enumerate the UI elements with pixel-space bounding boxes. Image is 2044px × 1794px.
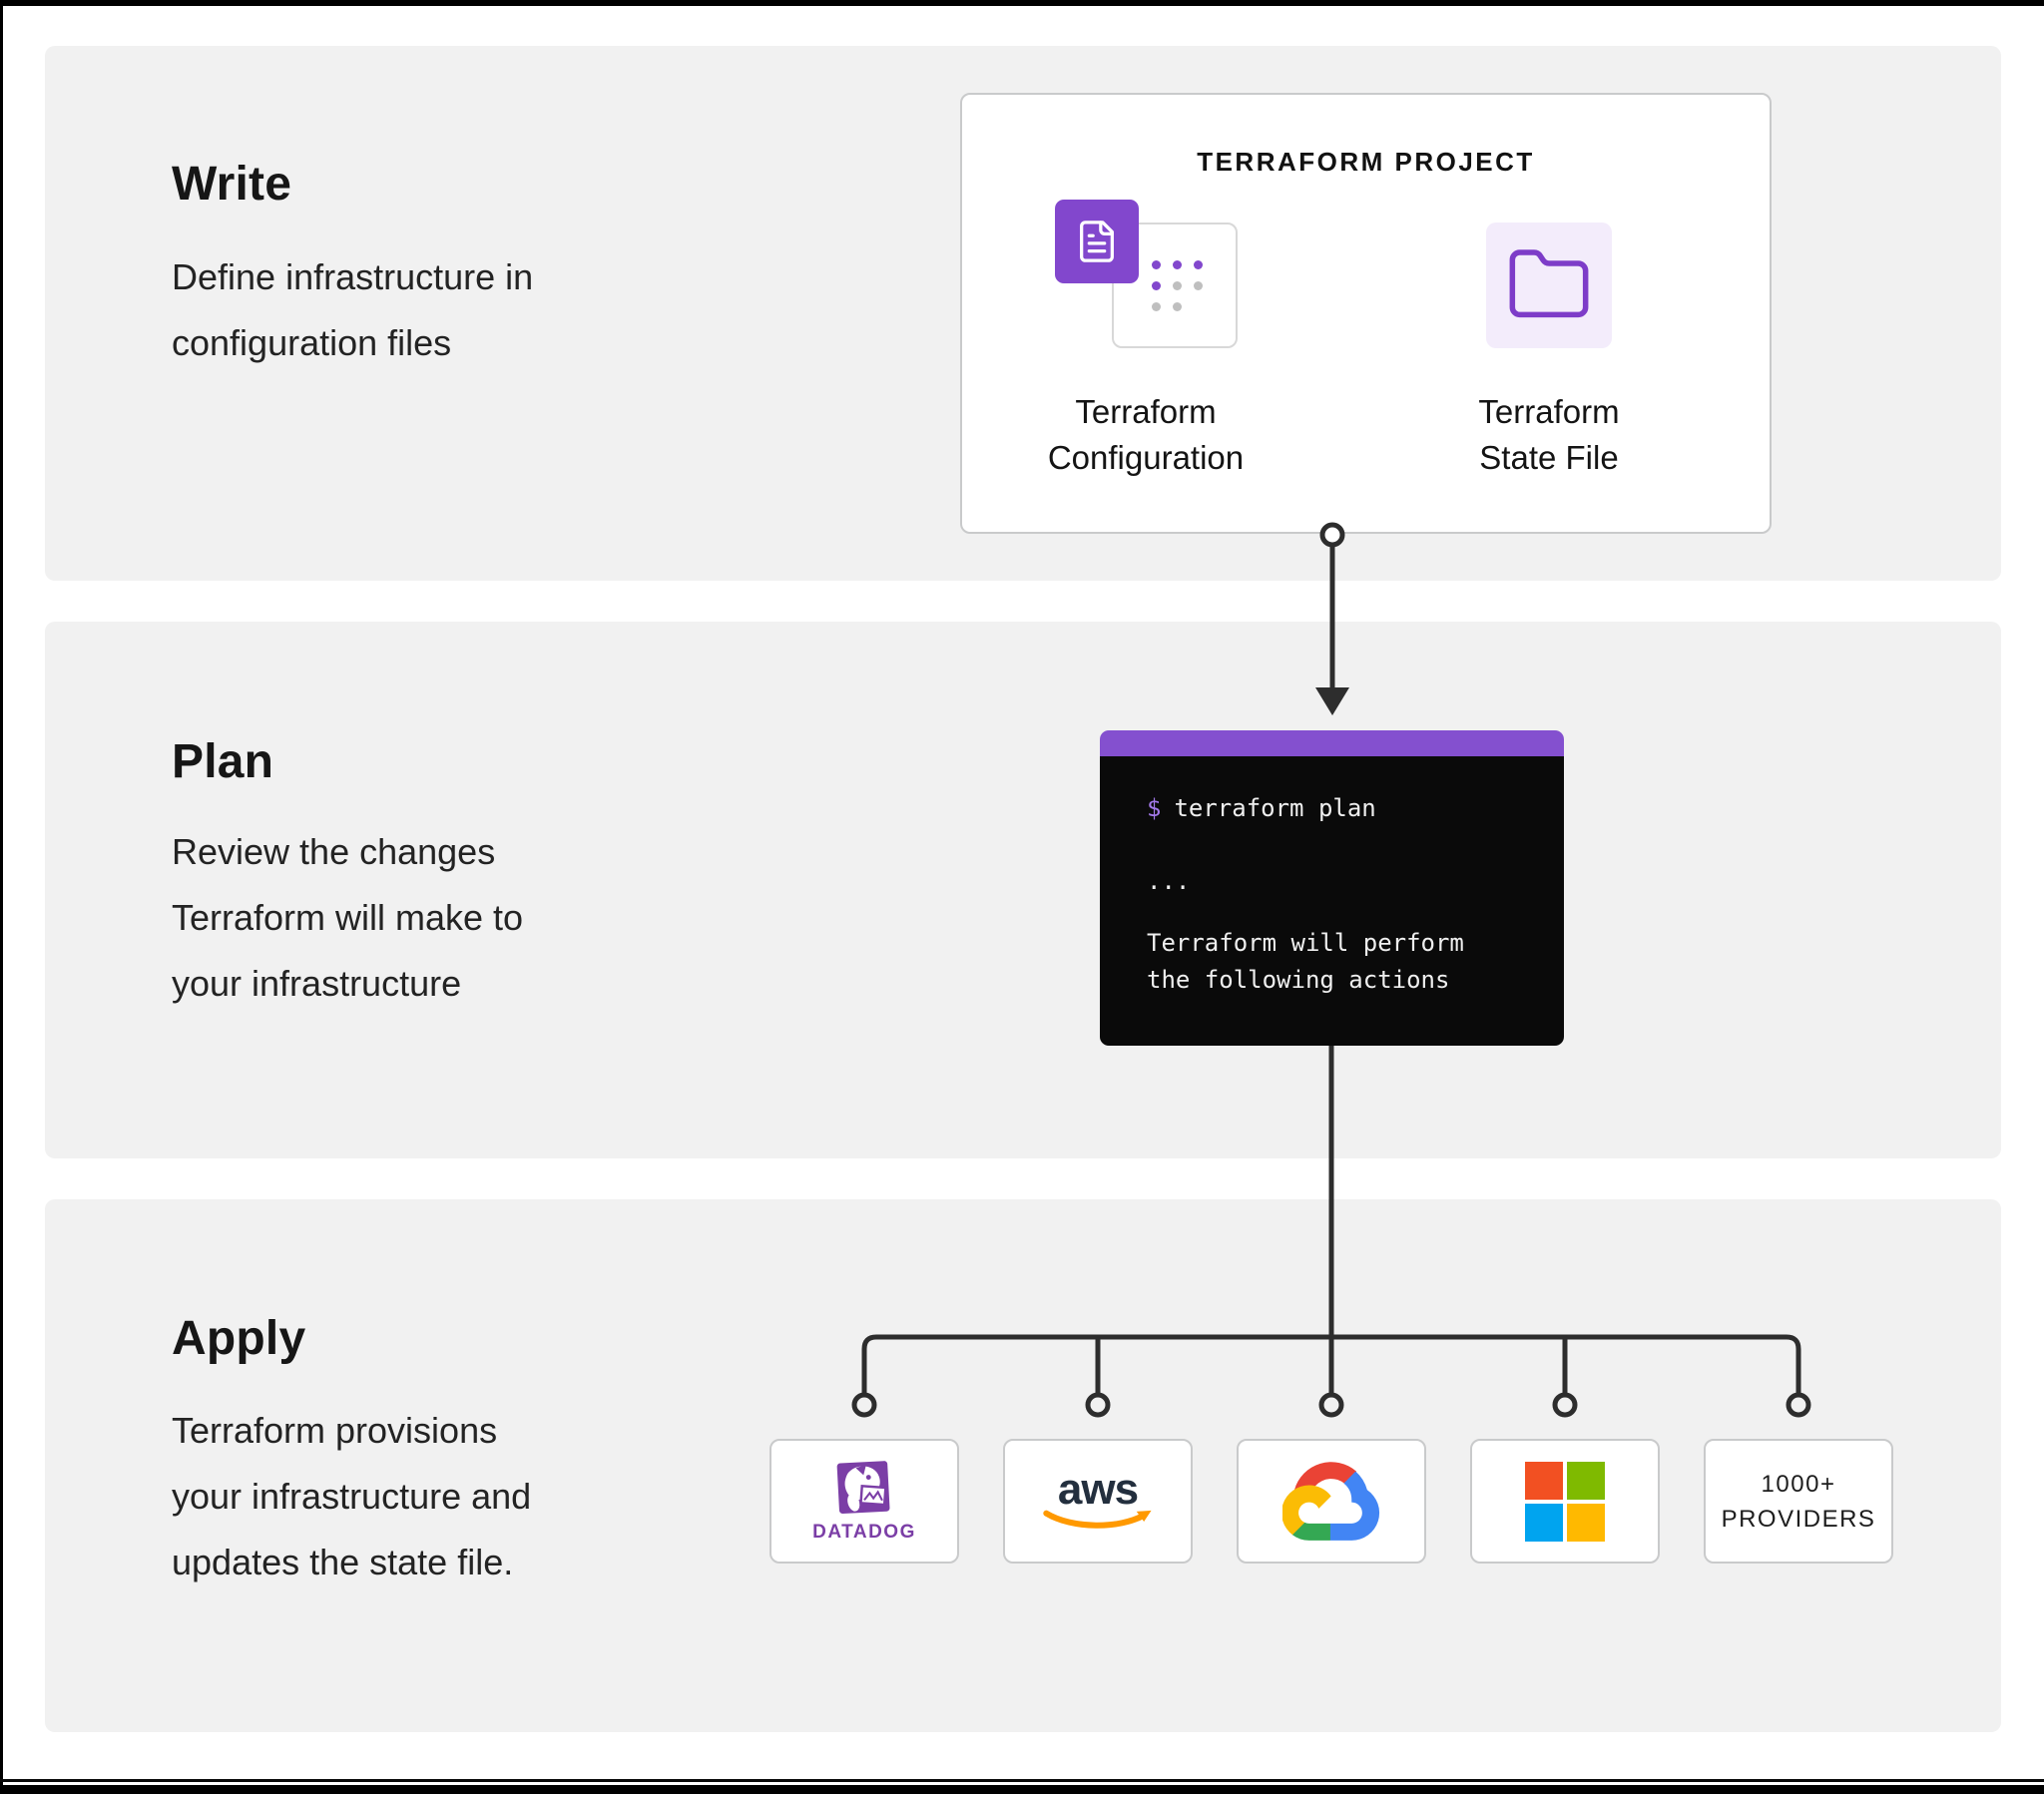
- plan-description-line: Review the changes: [172, 831, 496, 872]
- provider-card-1000-providers: 1000+ PROVIDERS: [1704, 1439, 1893, 1564]
- folder-icon: [1486, 223, 1612, 348]
- write-description: Define infrastructure in configuration f…: [172, 244, 533, 376]
- terminal-output-line: Terraform will perform: [1147, 929, 1464, 957]
- write-title: Write: [172, 158, 292, 211]
- apply-title: Apply: [172, 1312, 306, 1365]
- aws-smile-icon: [1043, 1510, 1152, 1529]
- terminal-command: terraform plan: [1174, 794, 1376, 822]
- terminal-output-line: the following actions: [1147, 966, 1450, 994]
- terminal-window: $ terraform plan ... Terraform will perfo…: [1100, 730, 1564, 1046]
- write-description-line: configuration files: [172, 322, 452, 363]
- apply-description-line: updates the state file.: [172, 1542, 514, 1582]
- plan-description-line: Terraform will make to: [172, 897, 524, 938]
- datadog-wordmark: DATADOG: [812, 1522, 916, 1543]
- frame-border-bottom-bar: [0, 1785, 2044, 1794]
- providers-count-label: 1000+ PROVIDERS: [1721, 1470, 1876, 1533]
- apply-description-line: Terraform provisions: [172, 1410, 498, 1451]
- apply-description-line: your infrastructure and: [172, 1476, 532, 1517]
- terraform-project-card: TERRAFORM PROJECT: [960, 93, 1772, 534]
- frame-border-top: [0, 0, 2044, 6]
- file-text-icon: [1055, 200, 1139, 283]
- terminal-title-bar: [1100, 730, 1564, 756]
- terraform-state-file-label: Terraform State File: [1478, 393, 1620, 476]
- terminal-body: $ terraform plan ... Terraform will perfo…: [1100, 756, 1564, 1046]
- provider-card-aws: aws: [1003, 1439, 1193, 1564]
- provider-card-microsoft: [1470, 1439, 1660, 1564]
- datadog-logo-icon: [836, 1461, 890, 1515]
- terraform-configuration-label: Terraform Configuration: [1047, 393, 1245, 476]
- provider-card-datadog: DATADOG: [769, 1439, 959, 1564]
- microsoft-logo-icon: [1525, 1461, 1605, 1542]
- plan-description-line: your infrastructure: [172, 963, 462, 1004]
- google-cloud-icon: [1282, 1462, 1380, 1541]
- plan-section-panel: [45, 622, 2001, 1158]
- dots-grid-icon: [1152, 260, 1203, 311]
- write-description-line: Define infrastructure in: [172, 256, 534, 297]
- terraform-configuration-icon: [1055, 200, 1245, 359]
- frame-border-left: [0, 0, 3, 1794]
- terminal-prompt: $: [1147, 794, 1162, 822]
- frame-border-bottom-line: [0, 1779, 2044, 1782]
- aws-wordmark: aws: [1057, 1464, 1139, 1514]
- plan-title: Plan: [172, 735, 274, 788]
- configuration-dots-card: [1112, 223, 1238, 348]
- provider-card-google-cloud: [1237, 1439, 1426, 1564]
- terminal-ellipsis: ...: [1147, 867, 1191, 895]
- terminal-command-line: $ terraform plan: [1147, 790, 1546, 827]
- plan-description: Review the changes Terraform will make t…: [172, 819, 523, 1017]
- terraform-project-title: TERRAFORM PROJECT: [1197, 147, 1535, 177]
- apply-description: Terraform provisions your infrastructure…: [172, 1398, 531, 1595]
